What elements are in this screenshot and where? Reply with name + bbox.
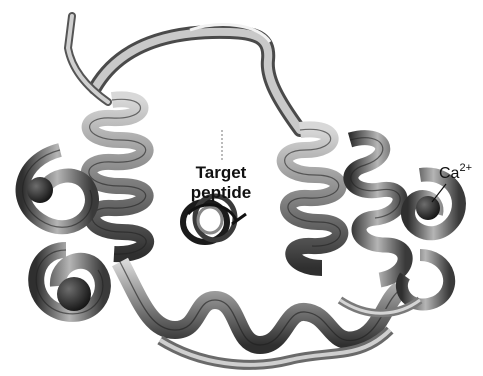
- target-label-line1: Target: [171, 163, 271, 183]
- target-peptide-label: Target peptide: [171, 163, 271, 203]
- calcium-ion-label: Ca2+: [439, 164, 472, 184]
- target-label-line2: peptide: [171, 183, 271, 203]
- ion-base-text: Ca: [439, 165, 459, 182]
- calcium-ion-right: [416, 196, 440, 220]
- calcium-ion-left-upper: [27, 177, 53, 203]
- ion-charge-text: 2+: [459, 162, 472, 174]
- calcium-ion-left-lower: [57, 277, 91, 311]
- right-lobe-helices: [285, 129, 459, 313]
